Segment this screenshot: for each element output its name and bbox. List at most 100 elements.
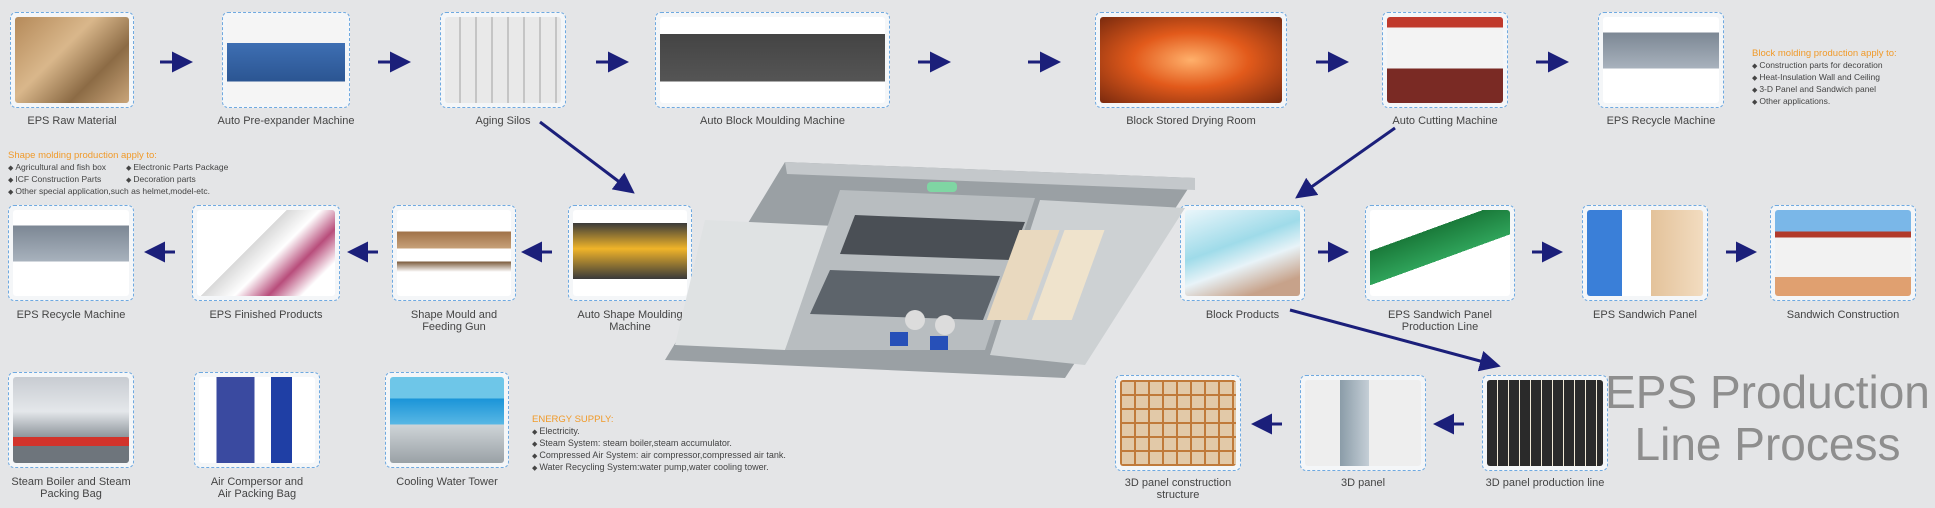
- factory-tank: [935, 315, 955, 335]
- node-label: 3D panel construction structure: [1125, 477, 1231, 501]
- node-eps-finished-products: EPS Finished Products: [192, 205, 340, 321]
- node-label: Block Stored Drying Room: [1126, 115, 1256, 127]
- energy-note-item: Steam System: steam boiler,steam accumul…: [532, 438, 786, 450]
- pre-expander-image: [227, 17, 345, 103]
- node-air-compressor: Air Compersor and Air Packing Bag: [194, 372, 320, 500]
- factory-machine-bank: [840, 215, 1025, 260]
- factory-storage-block: [1031, 230, 1105, 320]
- node-label: Auto Pre-expander Machine: [217, 115, 355, 127]
- shape-molding-notes: Shape molding production apply to: Agric…: [8, 150, 228, 198]
- title-line: Line Process: [1634, 418, 1901, 470]
- label-line: Production Line: [1401, 321, 1479, 333]
- label-line: Auto Shape Moulding: [577, 309, 683, 321]
- energy-note-item: Electricity.: [532, 426, 786, 438]
- node-label: Auto Cutting Machine: [1392, 115, 1498, 127]
- aging-silos-image: [445, 17, 561, 103]
- boiler-image: [13, 377, 129, 463]
- shape-notes-title: Shape molding production apply to:: [8, 150, 157, 161]
- node-label: Aging Silos: [475, 115, 531, 127]
- block-note-item: 3-D Panel and Sandwich panel: [1752, 84, 1897, 96]
- shape-note-item: ICF Construction Parts: [8, 174, 106, 186]
- recycle-image: [1603, 17, 1719, 103]
- sandwich-line-image: [1370, 210, 1510, 296]
- node-eps-raw-material: EPS Raw Material: [10, 12, 134, 127]
- title-line: EPS Production: [1605, 366, 1930, 418]
- factory-green-tank: [927, 182, 957, 192]
- node-3d-panel-structure: 3D panel construction structure: [1115, 375, 1241, 501]
- block-moulding-image: [660, 17, 885, 103]
- energy-note-item: Water Recycling System:water pump,water …: [532, 462, 786, 474]
- shape-note-item: Agricultural and fish box: [8, 162, 106, 174]
- label-line: Steam Boiler and Steam: [11, 476, 131, 488]
- label-line: Packing Bag: [40, 488, 102, 500]
- recycle-image: [13, 210, 129, 296]
- label-line: Air Compersor and: [210, 476, 304, 488]
- node-label: Shape Mould and Feeding Gun: [411, 309, 497, 333]
- label-line: EPS Sandwich Panel: [1388, 309, 1492, 321]
- finished-products-image: [197, 210, 335, 296]
- node-label: Auto Shape Moulding Machine: [577, 309, 682, 333]
- label-line: structure: [1156, 489, 1200, 501]
- factory-storage-block: [986, 230, 1060, 320]
- node-sandwich-construction: Sandwich Construction: [1770, 205, 1916, 321]
- energy-supply-notes: ENERGY SUPPLY: Electricity. Steam System…: [532, 414, 786, 474]
- block-note-item: Construction parts for decoration: [1752, 60, 1897, 72]
- shape-note-item: Electronic Parts Package: [126, 162, 228, 174]
- flow-arrow: [539, 120, 635, 194]
- label-line: Air Packing Bag: [217, 488, 297, 500]
- sandwich-construction-image: [1775, 210, 1911, 296]
- node-auto-block-moulding: Auto Block Moulding Machine: [655, 12, 890, 127]
- page-title: EPS Production Line Process: [1600, 366, 1935, 470]
- node-sandwich-panel: EPS Sandwich Panel: [1582, 205, 1708, 321]
- node-shape-mould-feeding-gun: Shape Mould and Feeding Gun: [392, 205, 516, 333]
- node-auto-shape-moulding: Auto Shape Moulding Machine: [568, 205, 692, 333]
- node-label: EPS Recycle Machine: [16, 309, 126, 321]
- factory-blue-unit: [930, 336, 948, 350]
- block-molding-notes: Block molding production apply to: Const…: [1752, 48, 1897, 108]
- node-auto-pre-expander: Auto Pre-expander Machine: [218, 12, 354, 127]
- factory-hall-left: [675, 220, 835, 350]
- compressor-image: [199, 377, 315, 463]
- block-note-item: Other applications.: [1752, 96, 1897, 108]
- cooling-tower-image: [390, 377, 504, 463]
- node-label: Air Compersor and Air Packing Bag: [211, 476, 303, 500]
- node-label: Auto Block Moulding Machine: [700, 115, 845, 127]
- block-products-image: [1185, 210, 1300, 296]
- block-notes-title: Block molding production apply to:: [1752, 48, 1897, 59]
- node-label: EPS Sandwich Panel: [1593, 309, 1697, 321]
- block-note-item: Heat-Insulation Wall and Ceiling: [1752, 72, 1897, 84]
- factory-machine-bank: [810, 270, 1000, 320]
- label-line: 3D panel construction: [1124, 477, 1232, 489]
- panel-structure-image: [1120, 380, 1236, 466]
- node-aging-silos: Aging Silos: [440, 12, 566, 127]
- node-eps-recycle-left: EPS Recycle Machine: [8, 205, 134, 321]
- cutting-image: [1387, 17, 1503, 103]
- sandwich-panel-image: [1587, 210, 1703, 296]
- node-block-drying-room: Block Stored Drying Room: [1095, 12, 1287, 127]
- shape-note-item: Other special application,such as helmet…: [8, 186, 228, 198]
- factory-tank: [905, 310, 925, 330]
- factory-layout-illustration: [665, 162, 1195, 378]
- shape-note-item: Decoration parts: [126, 174, 228, 186]
- energy-note-item: Compressed Air System: air compressor,co…: [532, 450, 786, 462]
- raw-material-image: [15, 17, 129, 103]
- node-3d-panel-line: 3D panel production line: [1482, 375, 1608, 489]
- factory-wall: [785, 162, 1195, 190]
- node-label: EPS Finished Products: [209, 309, 323, 321]
- node-steam-boiler: Steam Boiler and Steam Packing Bag: [8, 372, 134, 500]
- node-label: EPS Sandwich Panel Production Line: [1388, 309, 1492, 333]
- factory-blue-unit: [890, 332, 908, 346]
- node-auto-cutting: Auto Cutting Machine: [1382, 12, 1508, 127]
- node-label: Cooling Water Tower: [396, 476, 498, 488]
- node-label: 3D panel: [1340, 477, 1386, 489]
- label-line: Machine: [609, 321, 651, 333]
- drying-room-image: [1100, 17, 1282, 103]
- node-label: EPS Raw Material: [27, 115, 117, 127]
- shape-moulding-image: [573, 210, 687, 296]
- node-label: Steam Boiler and Steam Packing Bag: [11, 476, 130, 500]
- node-label: EPS Recycle Machine: [1606, 115, 1716, 127]
- node-sandwich-panel-line: EPS Sandwich Panel Production Line: [1365, 205, 1515, 333]
- flow-arrow: [1295, 126, 1396, 199]
- panel-3d-image: [1305, 380, 1421, 466]
- node-block-products: Block Products: [1180, 205, 1305, 321]
